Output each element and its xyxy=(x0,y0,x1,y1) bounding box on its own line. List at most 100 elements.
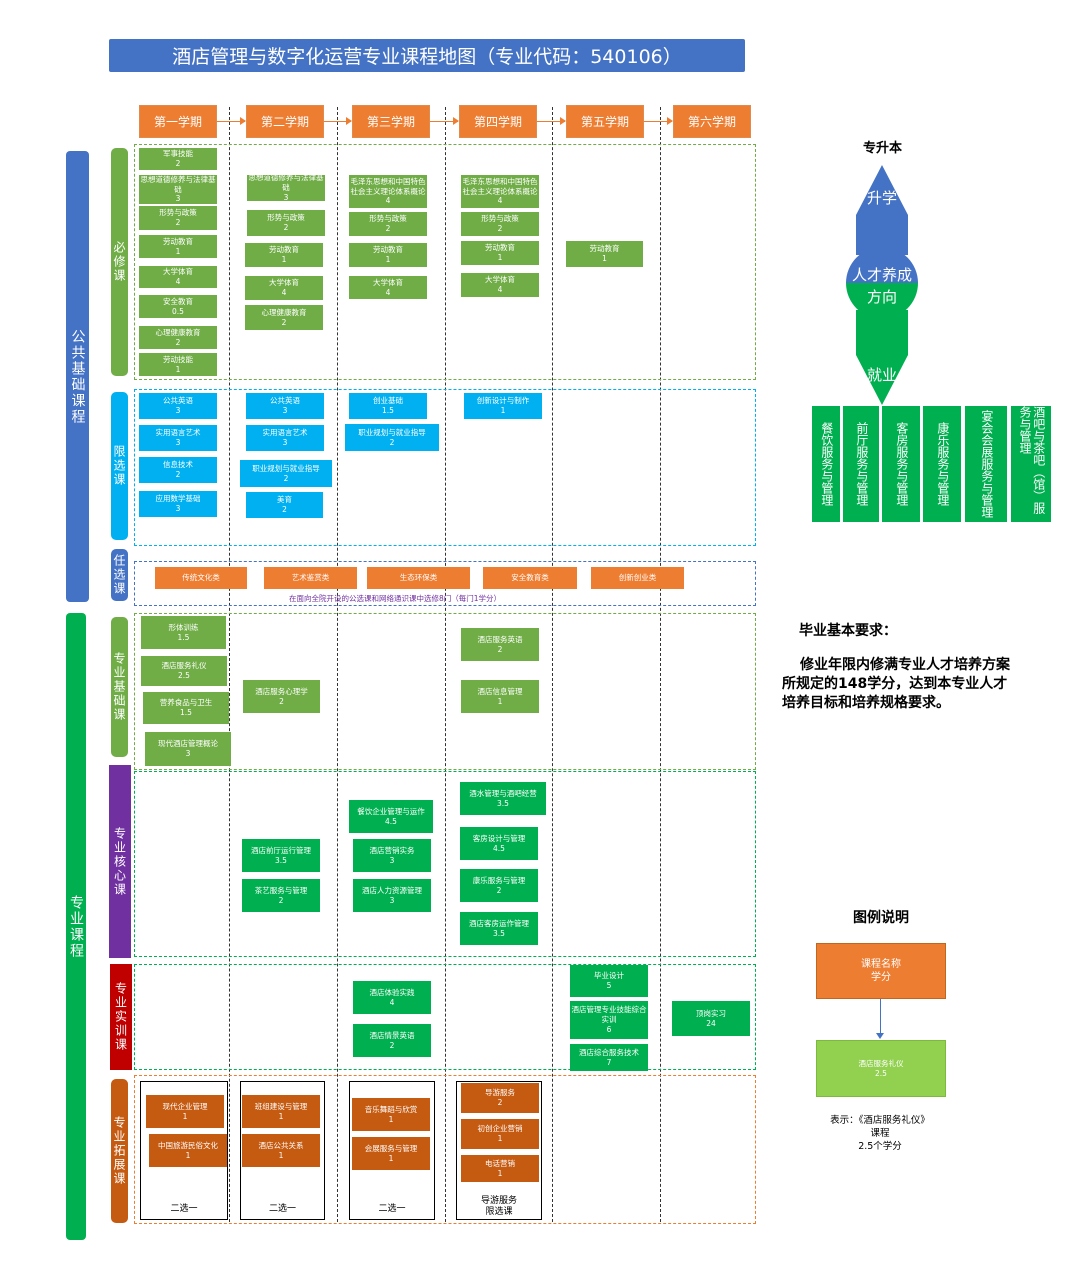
legend-desc-line: 2.5个学分 xyxy=(858,1141,902,1152)
term-2: 第二学期 xyxy=(246,105,324,138)
choice-group xyxy=(240,1081,325,1220)
up-arrow-icon xyxy=(856,165,908,255)
legend-desc-line: 课程 xyxy=(870,1128,890,1139)
subcategory-elective: 任选课 xyxy=(111,549,128,601)
course-card: 生态环保类 xyxy=(367,567,470,589)
career-item: 酒吧与茶吧（馆）服务与管理 xyxy=(1011,406,1051,522)
region-major-training xyxy=(134,964,756,1070)
column-divider xyxy=(337,107,338,1222)
graduation-title: 毕业基本要求： xyxy=(799,623,897,639)
region-limited xyxy=(134,389,756,546)
legend-arrow xyxy=(880,999,881,1035)
group-label: 导游服务 限选课 xyxy=(480,1196,517,1217)
column-divider xyxy=(229,107,230,1222)
course-card: 艺术鉴赏类 xyxy=(264,567,357,589)
category-major: 专业课程 xyxy=(66,613,86,1240)
course-card: 创新创业类 xyxy=(591,567,684,589)
column-divider xyxy=(552,107,553,1222)
elective-note: 在面向全院开设的公选课和网络通识课中选修8门（每门1学分） xyxy=(288,594,502,603)
legend-description: 表示：《酒店服务礼仪》 课程 2.5个学分 xyxy=(805,1114,955,1153)
choice-group xyxy=(349,1081,435,1220)
down-arrow-icon xyxy=(856,310,908,405)
subcategory-required: 必修课 xyxy=(111,148,128,376)
group-label: 二选一 xyxy=(378,1204,406,1214)
course-card: 传统文化类 xyxy=(155,567,247,589)
subcategory-limited: 限选课 xyxy=(111,392,128,540)
region-elective xyxy=(134,561,756,606)
down-label: 就业 xyxy=(866,366,897,384)
term-arrow xyxy=(644,117,673,125)
legend-sample-top: 课程名称学分 xyxy=(816,943,946,999)
career-item: 前厅服务与管理 xyxy=(843,406,879,522)
region-major-ext xyxy=(134,1075,756,1224)
column-divider xyxy=(660,107,661,1222)
career-item: 客房服务与管理 xyxy=(882,406,920,522)
direction-title: 专升本 xyxy=(862,141,902,156)
center-label-top: 人才养成 xyxy=(851,266,912,284)
subcategory-major-core: 专业核心课 xyxy=(109,765,131,958)
career-item: 餐饮服务与管理 xyxy=(812,406,840,522)
subcategory-major-ext: 专业拓展课 xyxy=(111,1079,128,1223)
region-required xyxy=(134,144,756,380)
term-4: 第四学期 xyxy=(459,105,537,138)
term-1: 第一学期 xyxy=(139,105,217,138)
term-6: 第六学期 xyxy=(673,105,751,138)
group-label: 二选一 xyxy=(268,1204,296,1214)
legend-desc-line: 表示：《酒店服务礼仪》 xyxy=(830,1115,930,1126)
circle-bottom xyxy=(846,283,918,319)
career-item: 宴会会展服务与管理 xyxy=(965,406,1007,522)
direction-diagram xyxy=(846,165,918,405)
graduation-text: 修业年限内修满专业人才培养方案所规定的148学分，达到本专业人才培养目标和培养规… xyxy=(782,657,1010,711)
legend-title: 图例说明 xyxy=(853,910,909,926)
choice-group xyxy=(140,1081,228,1220)
